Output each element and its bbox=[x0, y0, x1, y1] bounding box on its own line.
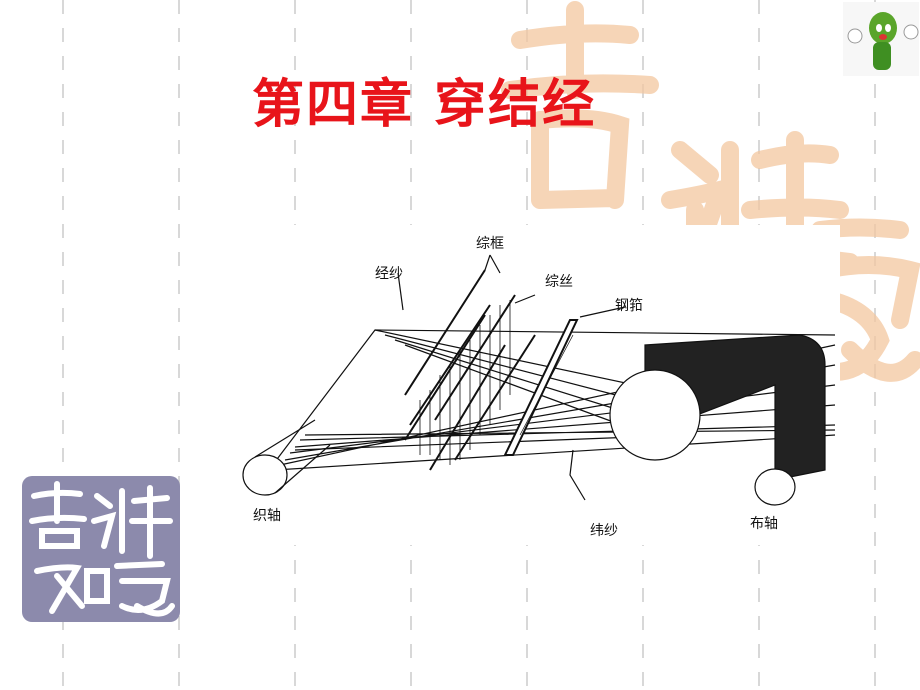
cloth-beam bbox=[754, 468, 796, 506]
loom-diagram: 经纱 综框 综丝 钢筘 织轴 纬纱 布轴 bbox=[235, 225, 840, 545]
label-weft-yarn: 纬纱 bbox=[590, 523, 618, 539]
cloth bbox=[644, 334, 826, 481]
label-heddle-frame: 综框 bbox=[476, 236, 504, 252]
label-reed: 钢筘 bbox=[615, 298, 643, 314]
calligraphy-seal bbox=[22, 476, 180, 622]
slide-title: 第四章 穿结经 bbox=[252, 74, 597, 135]
heddle-grid bbox=[419, 300, 511, 465]
reed bbox=[503, 319, 579, 456]
label-warp-yarn: 经纱 bbox=[375, 266, 403, 282]
label-warp-beam: 织轴 bbox=[253, 508, 281, 524]
warp-beam bbox=[242, 419, 331, 496]
mascot-logo bbox=[843, 2, 919, 76]
label-heddle: 综丝 bbox=[545, 274, 573, 290]
pointer-arrows bbox=[397, 254, 626, 501]
heddle-frames bbox=[404, 269, 536, 471]
label-cloth-beam: 布轴 bbox=[750, 516, 778, 532]
